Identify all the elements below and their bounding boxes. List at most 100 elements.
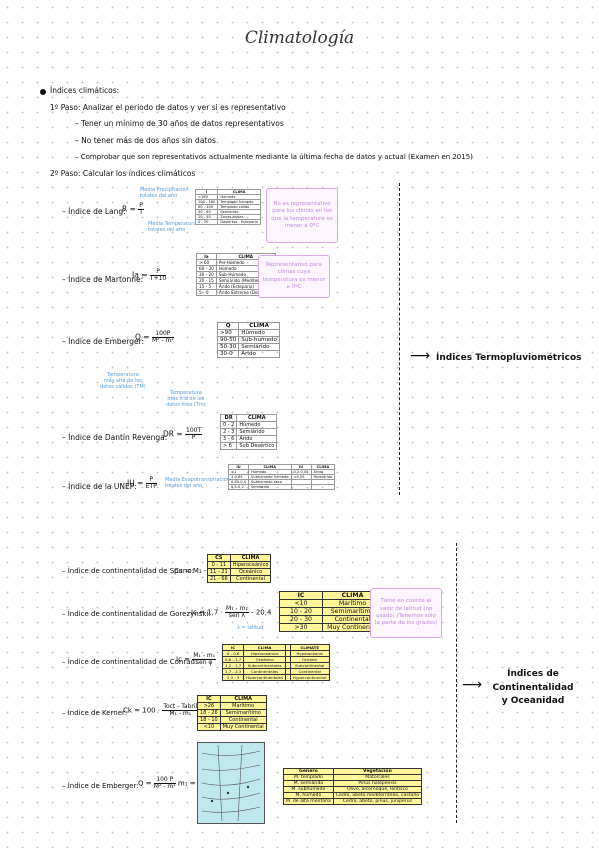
lang-note-t: Media Temperatura totales del año <box>148 221 197 233</box>
dantin-label: – Índice de Dantín Revenga: <box>62 433 168 442</box>
spano-formula: Cs = M₁ - m₁ <box>174 567 219 575</box>
page-title: Climatología <box>244 28 355 48</box>
table-cell: Marítimo <box>219 702 267 710</box>
emberger-note-m: Temperatura más alta de los datos cálido… <box>100 372 146 390</box>
climagram-curves <box>201 744 261 822</box>
table-cell: 21 - 66 <box>207 575 231 583</box>
gorezynski-note-box: Tiene en cuenta el valor de latitud (no … <box>370 588 442 638</box>
table-cell: M. de alta montaña <box>283 798 334 805</box>
table-cell: Continental <box>219 716 267 724</box>
table-cell: 50-30 <box>216 343 240 351</box>
table-cell: 20 - 15 <box>196 277 217 284</box>
intro-heading: Índices climáticos: <box>50 86 120 95</box>
table-cell: 0 - 2 <box>219 421 238 429</box>
table-cell: 30-0 <box>216 350 240 358</box>
group-label-line: Índices de <box>507 669 559 679</box>
table-cell: 30 - 20 <box>196 271 217 278</box>
table-cell: Subcontinental <box>289 662 330 669</box>
unep-label: – Índice de la UNEP: <box>62 482 137 491</box>
table-cell: Semiárido <box>238 343 280 351</box>
step-1-sub-2: – No tener más de dos años sin datos <box>75 136 216 145</box>
table-cell: 0,6 - 1,7 <box>221 656 245 663</box>
table-cell: >26 <box>197 702 221 710</box>
table-cell: 100 - 160 <box>194 199 219 205</box>
table-cell: Desiertos - Estepario <box>217 219 261 225</box>
divider-line <box>456 543 457 823</box>
table-cell: Húmedo <box>238 329 280 337</box>
table-cell: Oceánico <box>229 568 272 576</box>
table-cell: > 6 <box>219 442 238 450</box>
step-1-sub-1: – Tener un mínimo de 30 años de datos re… <box>75 119 284 128</box>
step-2: 2º Paso: Calcular los índices climáticos <box>50 169 196 178</box>
group-label-termo: Índices Termopluviométricos <box>436 353 582 363</box>
emberger2-label: – Índice de Emberger: <box>62 782 139 790</box>
table-cell: <10 <box>197 723 221 731</box>
table-cell: 2,3 - 3 <box>221 674 245 681</box>
table-cell: 3 - 6 <box>219 435 238 443</box>
table-cell: 10 - 20 <box>279 607 323 616</box>
table-cell: Cedro, abeto, pinus, juniperus <box>332 798 423 805</box>
table-cell: Húmedo <box>236 421 278 429</box>
table-cell: 0,5-0,2 <box>227 484 250 490</box>
lang-label: – Índice de Lang: <box>62 207 126 216</box>
table-cell: Sub-húmedo <box>238 336 280 344</box>
table-cell: 0,2-0,05 <box>290 469 312 475</box>
divider-line <box>399 183 400 495</box>
table-cell: 0 - 20 <box>194 219 219 225</box>
kerner-label: – Índice de Kerner: <box>62 709 128 717</box>
table-cell: Semiárido <box>248 484 292 490</box>
emberger-note-mm: Temperatura más fría de los datos fríos … <box>166 390 206 408</box>
table-cell: Continental <box>229 575 272 583</box>
table-cell: Árido <box>238 350 280 358</box>
conrad-label: – Índice de continentalidad de Conrad: <box>62 658 198 666</box>
table-cell: Subcontinentales <box>243 662 286 669</box>
table-cell: 90-50 <box>216 336 240 344</box>
table-cell: 11 - 21 <box>207 568 231 576</box>
arrow-right-icon: ⟶ <box>462 677 483 693</box>
bullet-dot <box>40 89 46 95</box>
table-cell <box>290 484 312 490</box>
table-cell: Sub Desértico <box>236 442 278 450</box>
lang-note-box: No es representativo para los climas en … <box>266 188 338 243</box>
table-cell: Hipercontinentales <box>243 674 286 681</box>
table-cell: Hiperoceánico <box>229 561 272 569</box>
table-cell: Semimarítimo <box>219 709 267 717</box>
martonne-label: – Índice de Martonne: <box>62 275 144 284</box>
step-1: 1º Paso: Analizar el periodo de datos y … <box>50 103 286 112</box>
table-cell: 18 - 10 <box>197 716 221 724</box>
table-cell: Hiperárido <box>310 474 336 480</box>
climagram-image <box>197 742 265 824</box>
unep-note: Media Evapotranspiración totales del año <box>165 477 230 489</box>
table-cell <box>284 674 291 681</box>
group-label-continentality: Índices de Continentalidad y Oceanidad <box>478 668 588 709</box>
